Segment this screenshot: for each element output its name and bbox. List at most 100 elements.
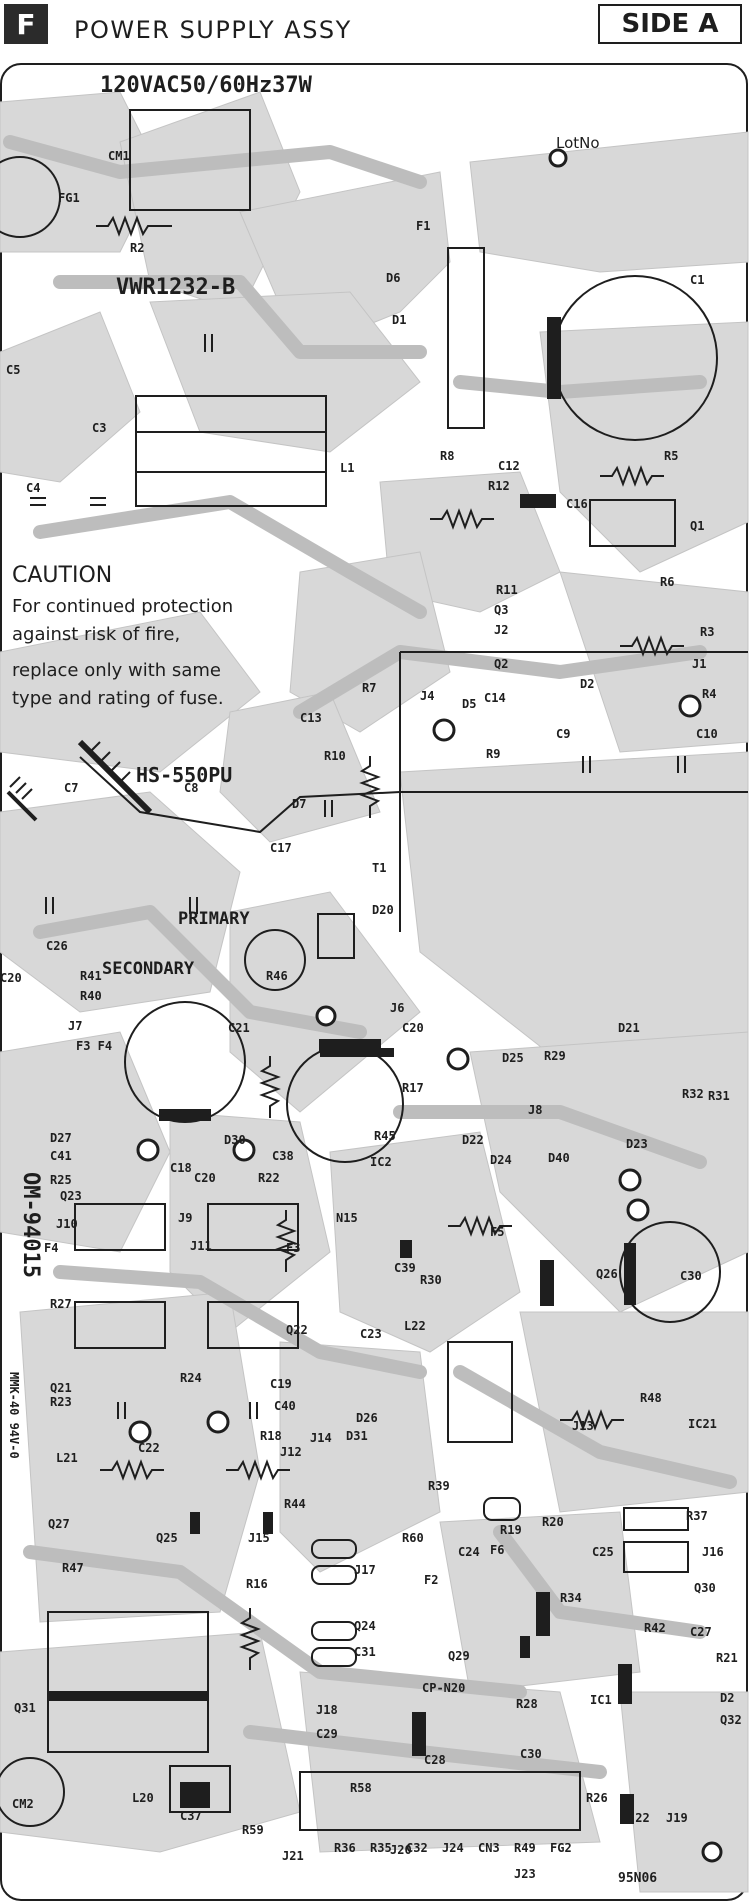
ref-designator: R49 <box>514 1841 536 1855</box>
ref-designator: D31 <box>346 1429 368 1443</box>
ref-designator: C37 <box>180 1809 202 1823</box>
ref-designator: R25 <box>50 1173 72 1187</box>
section-badge: F <box>4 4 48 44</box>
ref-designator: R28 <box>516 1697 538 1711</box>
ref-designator: C41 <box>50 1149 72 1163</box>
ref-designator: J14 <box>310 1431 332 1445</box>
ref-designator: C9 <box>556 727 570 741</box>
ref-designator: J10 <box>56 1217 78 1231</box>
ref-designator: R31 <box>708 1089 730 1103</box>
ref-designator: Q22 <box>286 1323 308 1337</box>
ref-designator: R7 <box>362 681 376 695</box>
ref-designator: C23 <box>360 1327 382 1341</box>
ref-designator: C17 <box>270 841 292 855</box>
ref-designator: C31 <box>354 1645 376 1659</box>
ref-designator: L20 <box>132 1791 154 1805</box>
ref-designator: IC1 <box>590 1693 612 1707</box>
ref-designator: R12 <box>488 479 510 493</box>
ref-designator: C28 <box>424 1753 446 1767</box>
ref-designator: R29 <box>544 1049 566 1063</box>
ref-designator: C32 <box>406 1841 428 1855</box>
ref-designator: C30 <box>520 1747 542 1761</box>
ref-designator: R10 <box>324 749 346 763</box>
ref-designator: D2 <box>580 677 594 691</box>
ref-designator: R16 <box>246 1577 268 1591</box>
trace-network <box>3 135 737 1779</box>
ref-designator: R20 <box>542 1515 564 1529</box>
ref-designator: Q31 <box>14 1701 36 1715</box>
ref-designator: C20 <box>402 1021 424 1035</box>
ref-designator: F5 <box>490 1225 504 1239</box>
ref-designator: R60 <box>402 1531 424 1545</box>
ref-designator: J15 <box>248 1531 270 1545</box>
solder-pads <box>128 148 723 1863</box>
ref-designator: C16 <box>566 497 588 511</box>
rating-text: 120VAC50/60Hz37W <box>100 73 313 98</box>
ref-designator: Q26 <box>596 1267 618 1281</box>
ref-designator: Q27 <box>48 1517 70 1531</box>
ref-designator: R26 <box>586 1791 608 1805</box>
ref-designator: R40 <box>80 989 102 1003</box>
caution-line-1: For continued protection <box>12 596 233 617</box>
ref-designator: C8 <box>184 781 198 795</box>
ref-designator: N15 <box>336 1211 358 1225</box>
copper-regions <box>0 91 749 1893</box>
ref-designator: IC2 <box>370 1155 392 1169</box>
capacitor-symbols <box>30 334 686 1419</box>
ref-designator: C12 <box>498 459 520 473</box>
ref-designator: R30 <box>420 1273 442 1287</box>
ref-designator: D22 <box>462 1133 484 1147</box>
ref-designator: Q32 <box>720 1713 742 1727</box>
ul-mark-text: MMK-40 94V-0 <box>7 1372 21 1459</box>
ref-designator: R39 <box>428 1479 450 1493</box>
ref-designator: R46 <box>266 969 288 983</box>
ref-designator: D26 <box>356 1411 378 1425</box>
ref-designator: D7 <box>292 797 306 811</box>
ref-designator: D21 <box>618 1021 640 1035</box>
ref-designator: D2 <box>720 1691 734 1705</box>
ref-designator: Q21 <box>50 1381 72 1395</box>
ref-designator: R36 <box>334 1841 356 1855</box>
ref-designator: J6 <box>390 1001 404 1015</box>
caution-title: CAUTION <box>12 563 112 588</box>
ref-designator: CP-N20 <box>422 1681 465 1695</box>
isolation-line <box>6 651 748 932</box>
ref-designator: J21 <box>282 1849 304 1863</box>
ref-designator: R41 <box>80 969 102 983</box>
ref-designator: D27 <box>50 1131 72 1145</box>
pcb-board: 120VAC50/60Hz37W VWR1232-B LotNo HS-550P… <box>0 63 749 1901</box>
ref-designator: J2 <box>494 623 508 637</box>
ref-designator: R23 <box>50 1395 72 1409</box>
ref-designator: C3 <box>92 421 106 435</box>
ref-designator: R18 <box>260 1429 282 1443</box>
ref-designator: Q1 <box>690 519 704 533</box>
ref-designator: Q24 <box>354 1619 376 1633</box>
ref-designator: R2 <box>130 241 144 255</box>
board-text: 120VAC50/60Hz37W VWR1232-B LotNo HS-550P… <box>7 73 657 1886</box>
ref-designator: R59 <box>242 1823 264 1837</box>
ref-designator: R44 <box>284 1497 306 1511</box>
ref-designator: R4 <box>702 687 716 701</box>
ref-designator: FG1 <box>58 191 80 205</box>
ref-designator: R27 <box>50 1297 72 1311</box>
ref-designator: J7 <box>68 1019 82 1033</box>
ref-designator: D20 <box>372 903 394 917</box>
ref-designator: C10 <box>696 727 718 741</box>
ref-designator: CM2 <box>12 1797 34 1811</box>
caution-line-4: type and rating of fuse. <box>12 688 224 709</box>
lot-text: LotNo <box>556 134 600 152</box>
hatch-marks <box>9 741 131 800</box>
ref-designator: C30 <box>680 1269 702 1283</box>
ref-designator: CN3 <box>478 1841 500 1855</box>
resistor-symbols <box>96 215 684 1670</box>
ref-designator: R6 <box>660 575 674 589</box>
ref-designator: R5 <box>664 449 678 463</box>
ref-designator: R21 <box>716 1651 738 1665</box>
ref-designator: C29 <box>316 1727 338 1741</box>
ref-designator: J24 <box>442 1841 464 1855</box>
ref-designator: C13 <box>300 711 322 725</box>
ref-designator: J22 <box>628 1811 650 1825</box>
ref-designator: C19 <box>270 1377 292 1391</box>
ref-designator: F1 <box>416 219 430 233</box>
